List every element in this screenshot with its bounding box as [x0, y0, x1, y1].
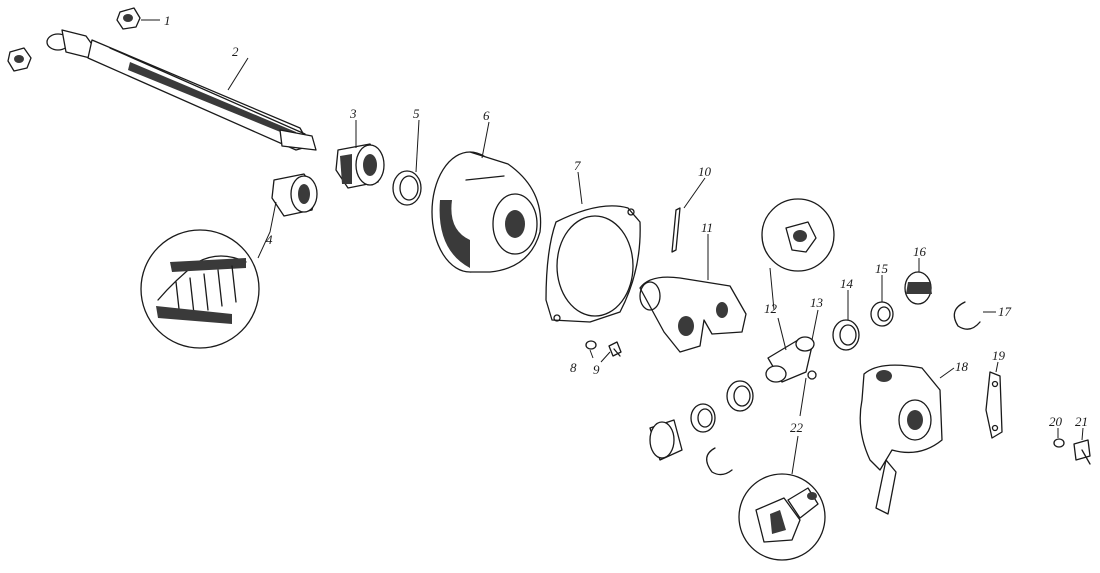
part-17-snap-ring	[953, 301, 981, 330]
callout-21: 21	[1075, 414, 1088, 429]
part-12-cross-journal	[765, 336, 817, 383]
detail-circle-spline	[140, 229, 260, 349]
part-16-bearing-cup	[904, 271, 932, 305]
part-19-lock-plate	[985, 371, 1003, 439]
callout-11: 11	[701, 220, 713, 235]
part-1-square-nut	[116, 7, 141, 30]
callout-1: 1	[164, 13, 171, 28]
detail-circle-angle-fitting	[738, 473, 826, 561]
callout-3: 3	[349, 106, 357, 121]
callout-9: 9	[593, 362, 600, 377]
callout-17: 17	[998, 304, 1012, 319]
part-9-small-bolt	[608, 341, 622, 357]
callout-16: 16	[913, 244, 927, 259]
part-2-splined-shaft	[46, 29, 317, 151]
callout-4: 4	[266, 232, 273, 247]
part-21-bolt	[1073, 439, 1091, 465]
callout-19: 19	[992, 348, 1006, 363]
part-15-ring-seal	[870, 301, 894, 327]
callout-labels: 1 2 3 4 5 6 7 8 9 10 11 12 13 14 15 16 1…	[164, 13, 1088, 435]
bearing-cup-lower	[649, 419, 683, 461]
callout-8: 8	[570, 360, 577, 375]
callout-2: 2	[232, 44, 239, 59]
detail-circle-fitting-top	[761, 198, 835, 272]
ring-seal-lower-a	[690, 403, 716, 433]
callout-10: 10	[698, 164, 712, 179]
part-10-pin	[671, 207, 681, 253]
callout-12: 12	[764, 301, 778, 316]
callout-13: 13	[810, 295, 824, 310]
callout-14: 14	[840, 276, 854, 291]
part-20-washer	[1053, 438, 1065, 448]
part-7-gasket-plate	[545, 205, 641, 323]
part-1-square-nut-second	[7, 47, 32, 72]
snap-ring-lower	[706, 447, 733, 476]
callout-7: 7	[574, 158, 581, 173]
callout-20: 20	[1049, 414, 1063, 429]
callout-22: 22	[790, 420, 804, 435]
part-14-ring-seal	[832, 319, 860, 351]
part-4-splined-sleeve	[271, 173, 318, 217]
callout-6: 6	[483, 108, 490, 123]
callout-5: 5	[413, 106, 420, 121]
part-8-washer	[585, 340, 597, 350]
part-18-flange-yoke	[859, 364, 943, 515]
part-3-splined-sleeve	[335, 143, 385, 189]
ring-seal-lower-b	[726, 380, 754, 412]
callout-15: 15	[875, 261, 889, 276]
part-11-yoke-fork	[639, 276, 747, 353]
part-6-bell-housing	[431, 151, 542, 273]
part-5-ring-seal	[392, 170, 422, 206]
callout-18: 18	[955, 359, 969, 374]
leader-lines	[141, 19, 1084, 475]
